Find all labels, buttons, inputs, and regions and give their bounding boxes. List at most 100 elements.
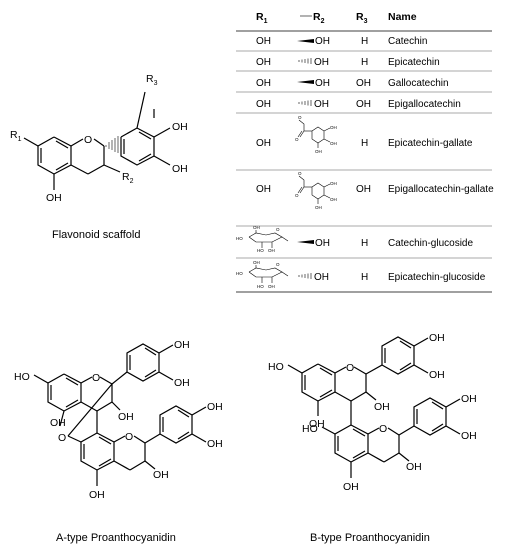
b-type-oh-b3-label: OH xyxy=(461,393,477,405)
scaffold-r1-label: R1 xyxy=(10,129,22,143)
b-type-oh-b4-label: OH xyxy=(461,430,477,442)
row-3-r1: OH xyxy=(256,78,271,89)
b-type-oh-c-label: OH xyxy=(374,401,390,413)
row-2-hash-bond xyxy=(298,58,312,64)
row-6-oh-2-label: OH xyxy=(330,197,337,202)
row-8-ho-bottom-label: HO xyxy=(257,284,264,289)
row-3-name: Gallocatechin xyxy=(388,78,449,89)
row-6-oh-1-label: OH xyxy=(330,181,337,186)
row-6-carbonyl-o-label: O xyxy=(295,193,299,198)
row-1-r2: OH xyxy=(315,36,330,47)
row-7-oh-bottom-label: OH xyxy=(268,248,275,253)
row-6-r1: OH xyxy=(256,184,271,195)
a-type-oh-b4-label: OH xyxy=(207,438,223,450)
row-2-name: Epicatechin xyxy=(388,57,440,68)
row-5-r3: H xyxy=(361,138,368,149)
b-type-oh-b1-label: OH xyxy=(429,332,445,344)
a-type-ho-label: HO xyxy=(14,371,30,383)
row-8-glucose-structure xyxy=(248,265,289,283)
row-7-r2: OH xyxy=(315,238,330,249)
a-type-o-lower-label: O xyxy=(125,431,133,443)
row-7-ring-o-label: O xyxy=(276,227,280,232)
row-5-r1: OH xyxy=(256,138,271,149)
a-type-oh-b1-label: OH xyxy=(174,339,190,351)
a-type-oh-b2-label: OH xyxy=(174,377,190,389)
b-type-oh-bottom-label: OH xyxy=(343,481,359,493)
b-type-oh-a-label: OH xyxy=(309,418,325,430)
row-4-r1: OH xyxy=(256,99,271,110)
a-type-o-upper-label: O xyxy=(92,372,100,384)
scaffold-oh-c-label: OH xyxy=(172,163,188,175)
b-type-proanthocyanidin-structure xyxy=(287,336,461,478)
row-8-oh-top-label: OH xyxy=(253,260,260,265)
row-8-hash-bond xyxy=(298,273,312,279)
row-3-wedge-bond xyxy=(297,80,314,84)
table-header-r3: R3 xyxy=(356,11,368,25)
scaffold-caption: Flavonoid scaffold xyxy=(52,229,140,241)
b-type-o-lower-label: O xyxy=(379,423,387,435)
row-6-oh-3-label: OH xyxy=(315,205,322,210)
row-7-name: Catechin-glucoside xyxy=(388,238,473,249)
a-type-oh-b3-label: OH xyxy=(207,401,223,413)
a-type-proanthocyanidin-structure xyxy=(33,343,207,486)
row-4-r3: OH xyxy=(356,99,371,110)
row-6-ester-o-label: O xyxy=(298,171,302,176)
row-4-r2: OH xyxy=(314,99,329,110)
row-1-r1: OH xyxy=(256,36,271,47)
table-header-r2: R2 xyxy=(313,11,325,25)
b-type-ho-lower-label: HO xyxy=(302,423,318,435)
row-8-ho-label: HO xyxy=(236,271,243,276)
row-2-r3: H xyxy=(361,57,368,68)
a-type-oh-c-label: OH xyxy=(118,411,134,423)
a-type-oh-a-label: OH xyxy=(50,417,66,429)
row-7-r3: H xyxy=(361,238,368,249)
table-header-name: Name xyxy=(388,11,417,23)
scaffold-r2-label: R2 xyxy=(122,171,134,185)
row-5-oh-3-label: OH xyxy=(315,149,322,154)
a-type-oh-bottom-label: OH xyxy=(89,489,105,501)
row-6-galloyl-structure xyxy=(297,175,331,204)
row-6-r3: OH xyxy=(356,184,371,195)
table-header-r1: R1 xyxy=(256,11,268,25)
row-8-ring-o-label: O xyxy=(276,262,280,267)
row-8-r2: OH xyxy=(314,272,329,283)
row-3-r3: OH xyxy=(356,78,371,89)
row-5-carbonyl-o-label: O xyxy=(295,137,299,142)
row-1-r3: H xyxy=(361,36,368,47)
row-1-name: Catechin xyxy=(388,36,427,47)
row-5-oh-2-label: OH xyxy=(330,141,337,146)
row-7-ho-label: HO xyxy=(236,236,243,241)
row-5-oh-1-label: OH xyxy=(330,125,337,130)
scaffold-ring-oxygen-label: O xyxy=(84,134,92,146)
row-4-name: Epigallocatechin xyxy=(388,99,461,110)
a-type-caption: A-type Proanthocyanidin xyxy=(56,532,176,544)
row-3-r2: OH xyxy=(315,78,330,89)
flavonoid-scaffold-structure: R1 O OH R2 R3 OH OH xyxy=(10,73,188,204)
b-type-oh-b2-label: OH xyxy=(429,369,445,381)
row-2-r2: OH xyxy=(314,57,329,68)
substituent-table: R1 R2 R3 Name OH OH H Catechin OH OH H E… xyxy=(236,11,494,293)
row-6-name: Epigallocatechin-gallate xyxy=(388,184,494,195)
row-2-r1: OH xyxy=(256,57,271,68)
b-type-caption: B-type Proanthocyanidin xyxy=(310,532,430,544)
row-5-ester-o-label: O xyxy=(298,115,302,120)
row-1-wedge-bond xyxy=(297,39,314,43)
row-4-hash-bond xyxy=(298,100,312,106)
row-7-glucose-structure xyxy=(248,230,289,248)
row-8-oh-bottom-label: OH xyxy=(268,284,275,289)
row-7-ho-bottom-label: HO xyxy=(257,248,264,253)
row-7-wedge-bond xyxy=(297,240,314,244)
b-type-ho-label: HO xyxy=(268,361,284,373)
row-5-name: Epicatechin-gallate xyxy=(388,138,473,149)
row-8-r3: H xyxy=(361,272,368,283)
scaffold-oh-b-label: OH xyxy=(172,121,188,133)
row-7-oh-top-label: OH xyxy=(253,225,260,230)
a-type-o-bridge-label: O xyxy=(58,432,66,444)
scaffold-r3-label: R3 xyxy=(146,73,158,87)
a-type-oh-c2-label: OH xyxy=(153,469,169,481)
b-type-oh-c2-label: OH xyxy=(406,461,422,473)
scaffold-oh-a-label: OH xyxy=(46,192,62,204)
row-5-galloyl-structure xyxy=(297,119,331,148)
row-8-name: Epicatechin-glucoside xyxy=(388,272,486,283)
